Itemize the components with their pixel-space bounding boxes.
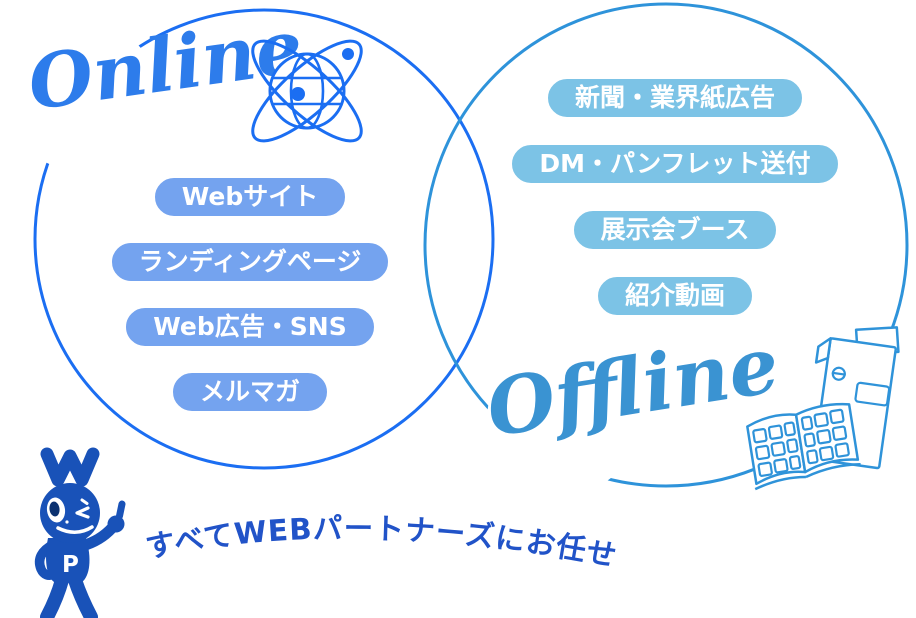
globe-network-icon bbox=[251, 39, 363, 143]
online-item-pill: Webサイト bbox=[151, 175, 349, 219]
booklet-right-grid bbox=[800, 408, 850, 465]
mascot-fist bbox=[107, 515, 125, 533]
mascot-pupil bbox=[49, 501, 60, 517]
globe-orbit bbox=[251, 39, 363, 143]
online-item-pill: ランディングページ bbox=[108, 240, 392, 284]
mascot-w-crest bbox=[40, 447, 100, 487]
svg-text:すべてWEBパートナーズにお任せ！: すべてWEBパートナーズにお任せ！ bbox=[138, 492, 618, 573]
print-media-icon bbox=[746, 326, 900, 491]
tagline-text: すべてWEBパートナーズにお任せ！ bbox=[138, 492, 618, 573]
mascot-thumb bbox=[116, 500, 126, 520]
offline-item-pill: 新聞・業界紙広告 bbox=[544, 76, 805, 120]
mascot-smile bbox=[56, 525, 94, 534]
mascot-left-leg bbox=[40, 573, 69, 618]
mascot-body bbox=[46, 538, 90, 582]
tagline-textpath: すべてWEBパートナーズにお任せ！ bbox=[138, 492, 618, 573]
globe-satellite-dot bbox=[342, 48, 354, 60]
offline-circle-outline bbox=[423, 2, 909, 488]
offline-items-list: 新聞・業界紙広告 DM・パンフレット送付 展示会ブース 紹介動画 bbox=[505, 76, 845, 318]
mascot-right-leg bbox=[68, 573, 98, 618]
booklet-under-edge bbox=[805, 463, 861, 479]
offline-item-pill: 展示会ブース bbox=[570, 208, 780, 252]
pamphlet-label bbox=[854, 381, 891, 407]
online-label-disc bbox=[5, 19, 157, 171]
globe-orbit bbox=[251, 39, 363, 143]
online-item-pill: Web広告・SNS bbox=[123, 305, 377, 349]
online-circle-outline bbox=[33, 8, 495, 470]
mascot-wink-tick bbox=[80, 498, 89, 505]
globe-meridian bbox=[289, 52, 325, 130]
mascot-letter: P bbox=[62, 552, 79, 578]
web-partners-mascot: P bbox=[34, 447, 126, 618]
online-items-list: Webサイト ランディングページ Web広告・SNS メルマガ bbox=[90, 175, 410, 414]
globe-sphere bbox=[268, 52, 346, 130]
open-booklet bbox=[746, 402, 861, 491]
offline-label-disc bbox=[487, 343, 639, 495]
offline-item-pill: DM・パンフレット送付 bbox=[509, 142, 841, 186]
pamphlet-flap bbox=[814, 337, 832, 364]
offline-item-pill: 紹介動画 bbox=[594, 274, 755, 318]
booklet-under-edge bbox=[754, 475, 806, 491]
pamphlet-grommet-string bbox=[831, 371, 846, 376]
booklet-left-grid bbox=[752, 421, 802, 477]
globe-satellite-dot bbox=[291, 87, 305, 101]
online-item-pill: メルマガ bbox=[169, 370, 330, 414]
mascot-wink-eye bbox=[75, 506, 90, 519]
mascot-nose bbox=[65, 520, 69, 524]
